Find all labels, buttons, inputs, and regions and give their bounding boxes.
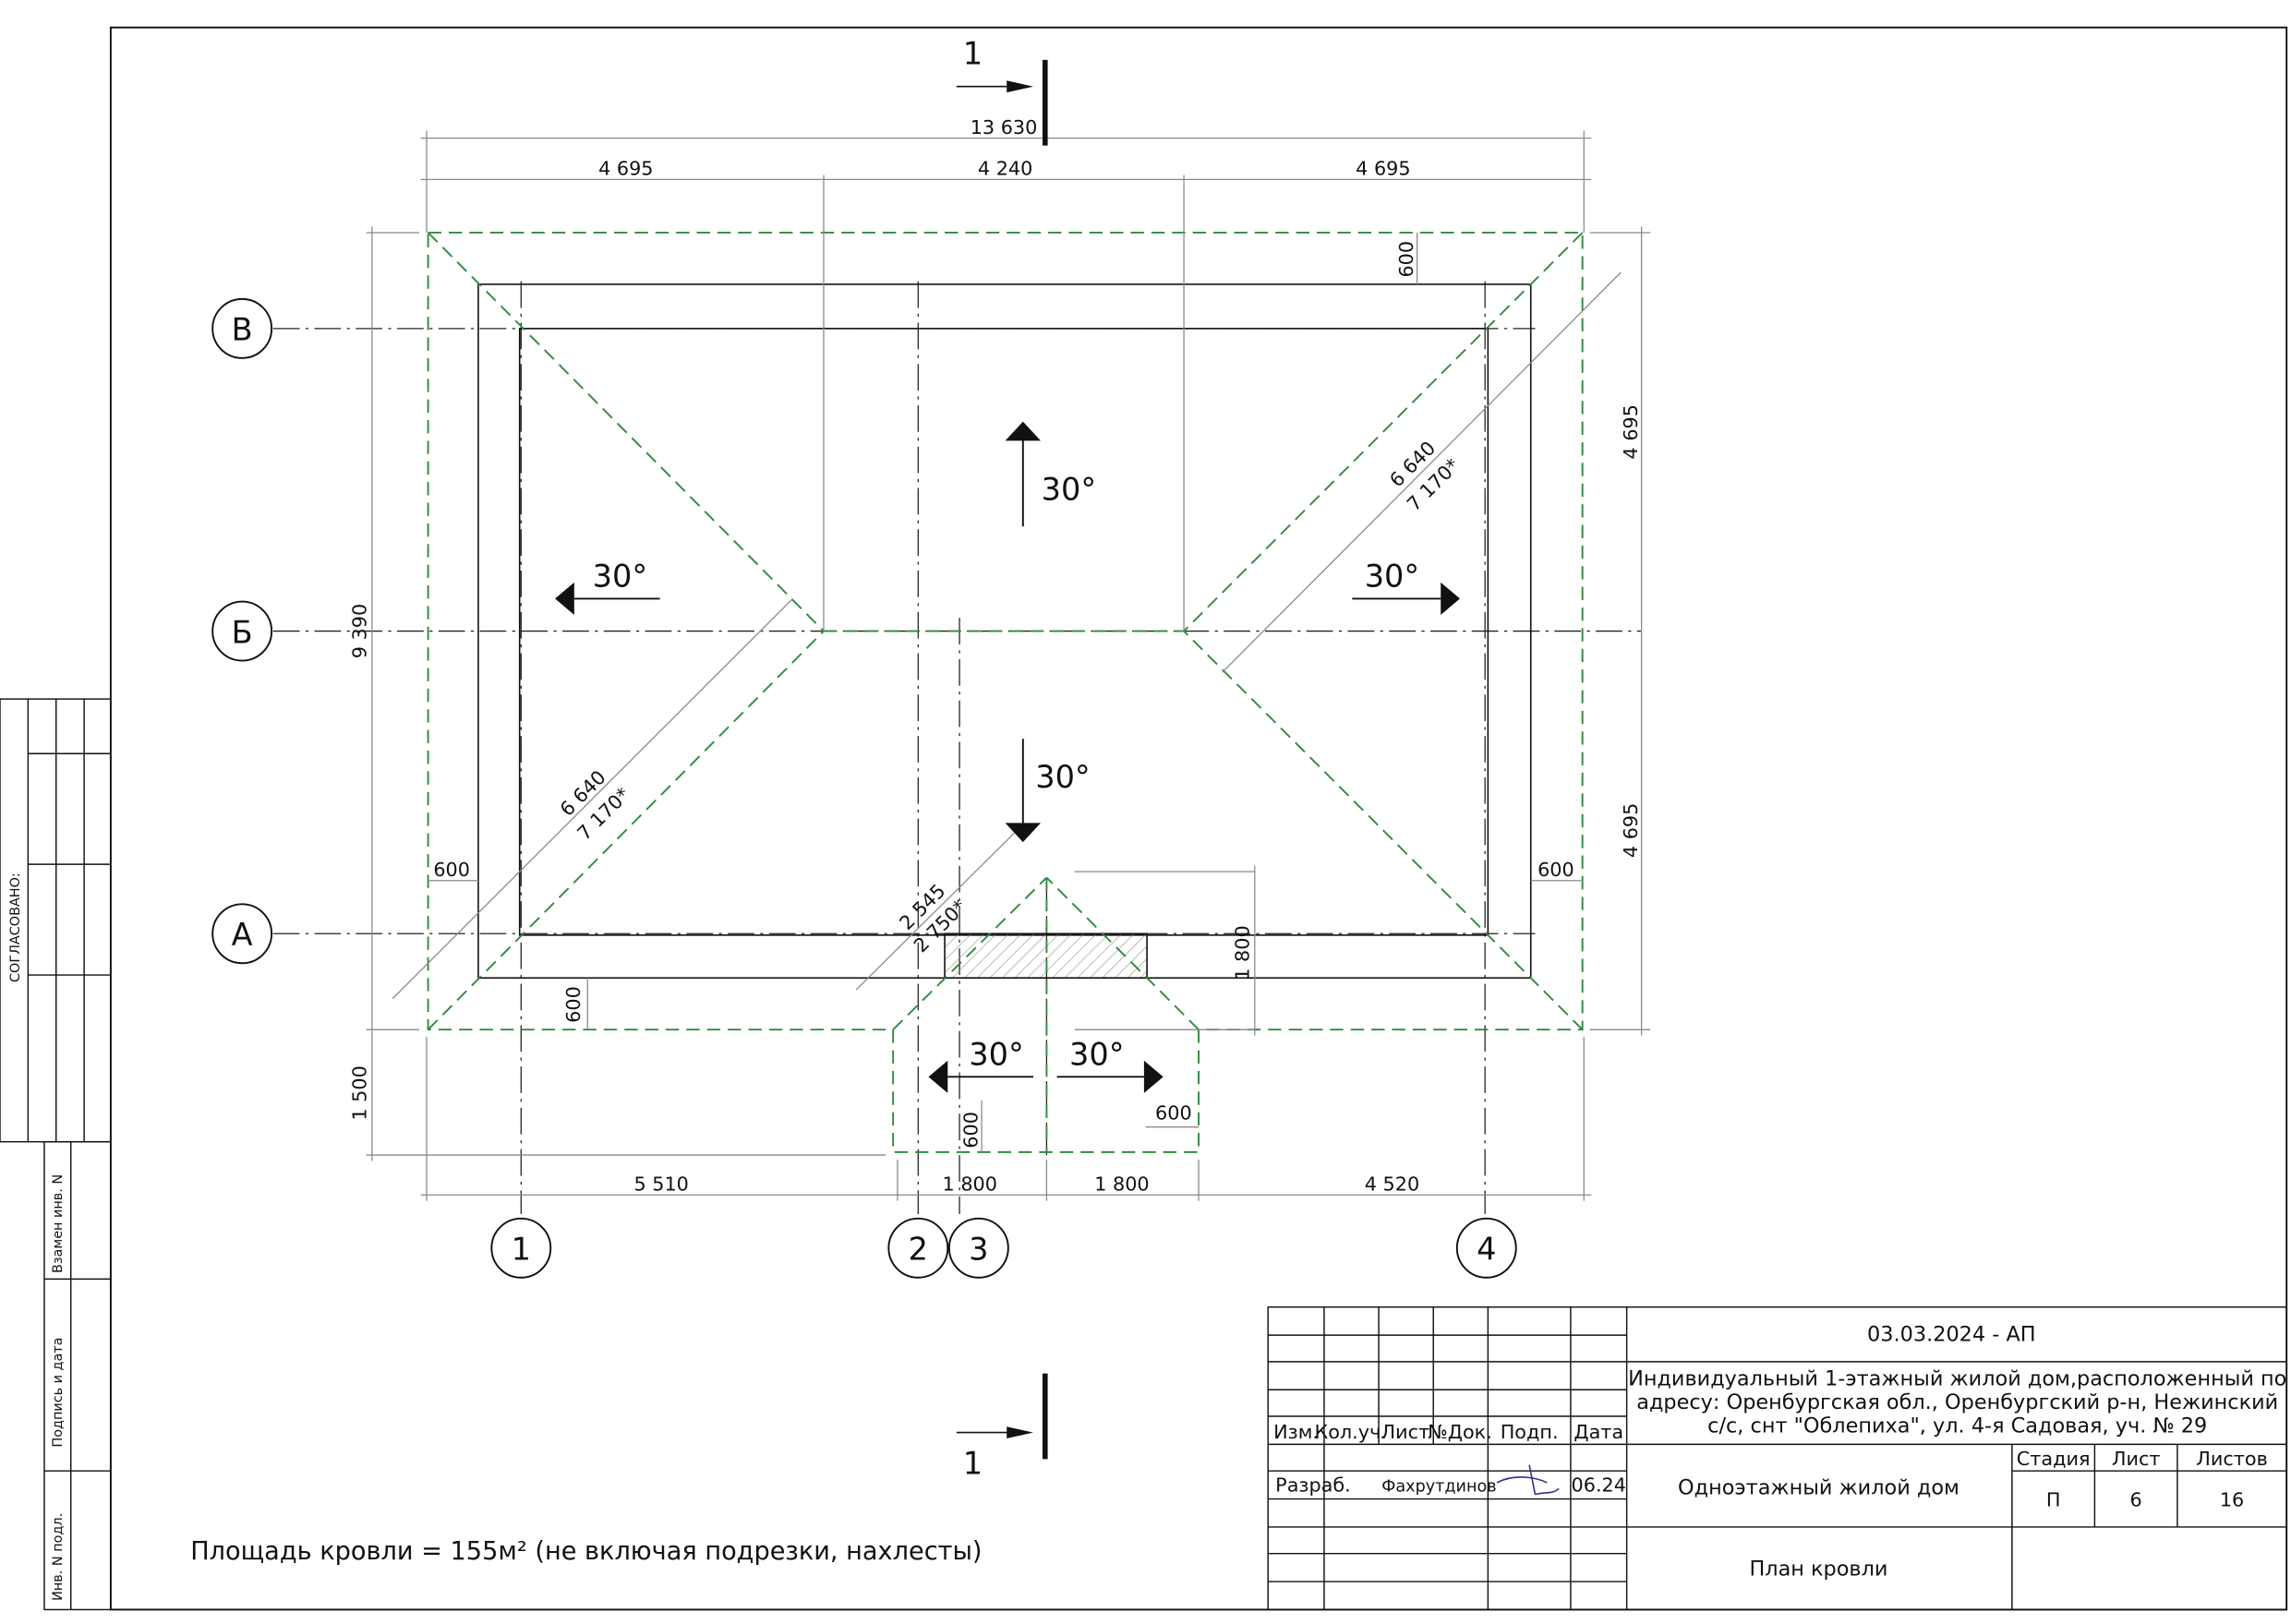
- stage-value: П: [2046, 1489, 2061, 1511]
- sheets-value: 16: [2220, 1489, 2244, 1511]
- dim-overhang-porch-right: 600: [1155, 1102, 1192, 1125]
- slope-label-porch-east: 30°: [1069, 1037, 1124, 1073]
- slope-arrow-east-icon: [1441, 582, 1460, 615]
- axis-col-4: 4: [1477, 1232, 1496, 1268]
- dim-left-porch: 1 500: [348, 1065, 370, 1120]
- section-label-bottom: 1: [963, 1445, 983, 1481]
- header-list: Лист: [1381, 1421, 1430, 1443]
- axis-row-a: А: [232, 917, 253, 953]
- side-stamp: [0, 698, 112, 1611]
- dim-top-1: 4 695: [598, 158, 653, 180]
- dim-overhang-left: 600: [433, 859, 470, 881]
- dimension-lines: [366, 130, 1651, 1201]
- dim-left-height: 9 390: [348, 604, 370, 658]
- axis-row-b: Б: [232, 614, 253, 650]
- slope-arrow-porch-west-icon: [928, 1060, 948, 1093]
- dim-bottom-1: 5 510: [633, 1173, 688, 1195]
- sheet-label: Лист: [2112, 1448, 2161, 1470]
- sign-date-label: Подпись и дата: [51, 1338, 66, 1448]
- roof-outline: [427, 231, 1584, 1153]
- slope-label-north: 30°: [1042, 471, 1096, 507]
- dim-overhang-bottom: 600: [562, 986, 585, 1023]
- building-name: Одноэтажный жилой дом: [1678, 1476, 1959, 1500]
- slope-arrow-porch-east-icon: [1143, 1060, 1164, 1093]
- dim-bottom-3: 1 800: [1094, 1173, 1149, 1195]
- dim-bottom-4: 4 520: [1365, 1173, 1419, 1195]
- header-sign: Подп.: [1501, 1421, 1559, 1443]
- dim-overhang-top: 600: [1395, 241, 1417, 278]
- header-date: Дата: [1574, 1421, 1623, 1443]
- dim-right-2: 4 695: [1620, 803, 1642, 858]
- axis-col-3: 3: [969, 1232, 988, 1268]
- axis-col-2: 2: [909, 1232, 928, 1268]
- sign-date: 06.24: [1572, 1474, 1626, 1497]
- roof-area-note: Площадь кровли = 155м² (не включая подре…: [190, 1537, 982, 1566]
- axis-row-v: В: [232, 312, 253, 348]
- header-kol: Кол.уч.: [1314, 1421, 1386, 1443]
- project-line-2: адресу: Оренбургская обл., Оренбургский …: [1636, 1390, 2278, 1414]
- stage-label: Стадия: [2017, 1448, 2091, 1470]
- axis-bubbles: [211, 297, 1517, 1279]
- section-marks: [956, 59, 1048, 1460]
- section-label-top: 1: [963, 36, 983, 72]
- dim-right-1: 4 695: [1620, 404, 1642, 459]
- slope-arrows: [555, 421, 1460, 1093]
- dim-porch-height: 1 800: [1231, 925, 1253, 980]
- header-doc: №Док.: [1428, 1421, 1492, 1443]
- slope-arrow-north-icon: [1005, 421, 1042, 441]
- project-line-1: Индивидуальный 1-этажный жилой дом,распо…: [1628, 1366, 2286, 1390]
- dim-bottom-2: 1 800: [943, 1173, 997, 1195]
- slope-label-west: 30°: [593, 559, 647, 595]
- slope-label-porch-west: 30°: [969, 1037, 1024, 1073]
- slope-label-east: 30°: [1365, 559, 1420, 595]
- dim-top-2: 4 240: [978, 158, 1032, 180]
- inv-no-label: Инв. N подл.: [51, 1513, 66, 1601]
- dim-top-3: 4 695: [1356, 158, 1410, 180]
- developer-name: Фахрутдинов: [1381, 1478, 1496, 1497]
- dim-overhang-right: 600: [1537, 859, 1574, 881]
- agreed-label: СОГЛАСОВАНО:: [8, 872, 23, 982]
- doc-code: 03.03.2024 - АП: [1867, 1322, 2036, 1346]
- signature-mark: [1496, 1464, 1560, 1496]
- drawing-title: План кровли: [1749, 1558, 1887, 1582]
- project-line-3: с/с, снт "Облепиха", ул. 4-я Садовая, уч…: [1707, 1414, 2207, 1438]
- developer-role: Разраб.: [1275, 1474, 1351, 1497]
- slope-label-south: 30°: [1035, 759, 1091, 795]
- dim-overhang-porch-left: 600: [959, 1112, 982, 1149]
- dim-overall-width: 13 630: [971, 116, 1038, 138]
- axis-col-1: 1: [512, 1232, 531, 1268]
- slope-arrow-south-icon: [1005, 823, 1042, 843]
- sheets-label: Листов: [2196, 1448, 2268, 1470]
- header-izm: Изм.: [1273, 1421, 1319, 1443]
- sheet-value: 6: [2130, 1489, 2142, 1511]
- replaced-inv-label: Взамен инв. N: [51, 1174, 66, 1273]
- title-block-grid: [1267, 1306, 2287, 1611]
- slope-arrow-west-icon: [555, 582, 574, 615]
